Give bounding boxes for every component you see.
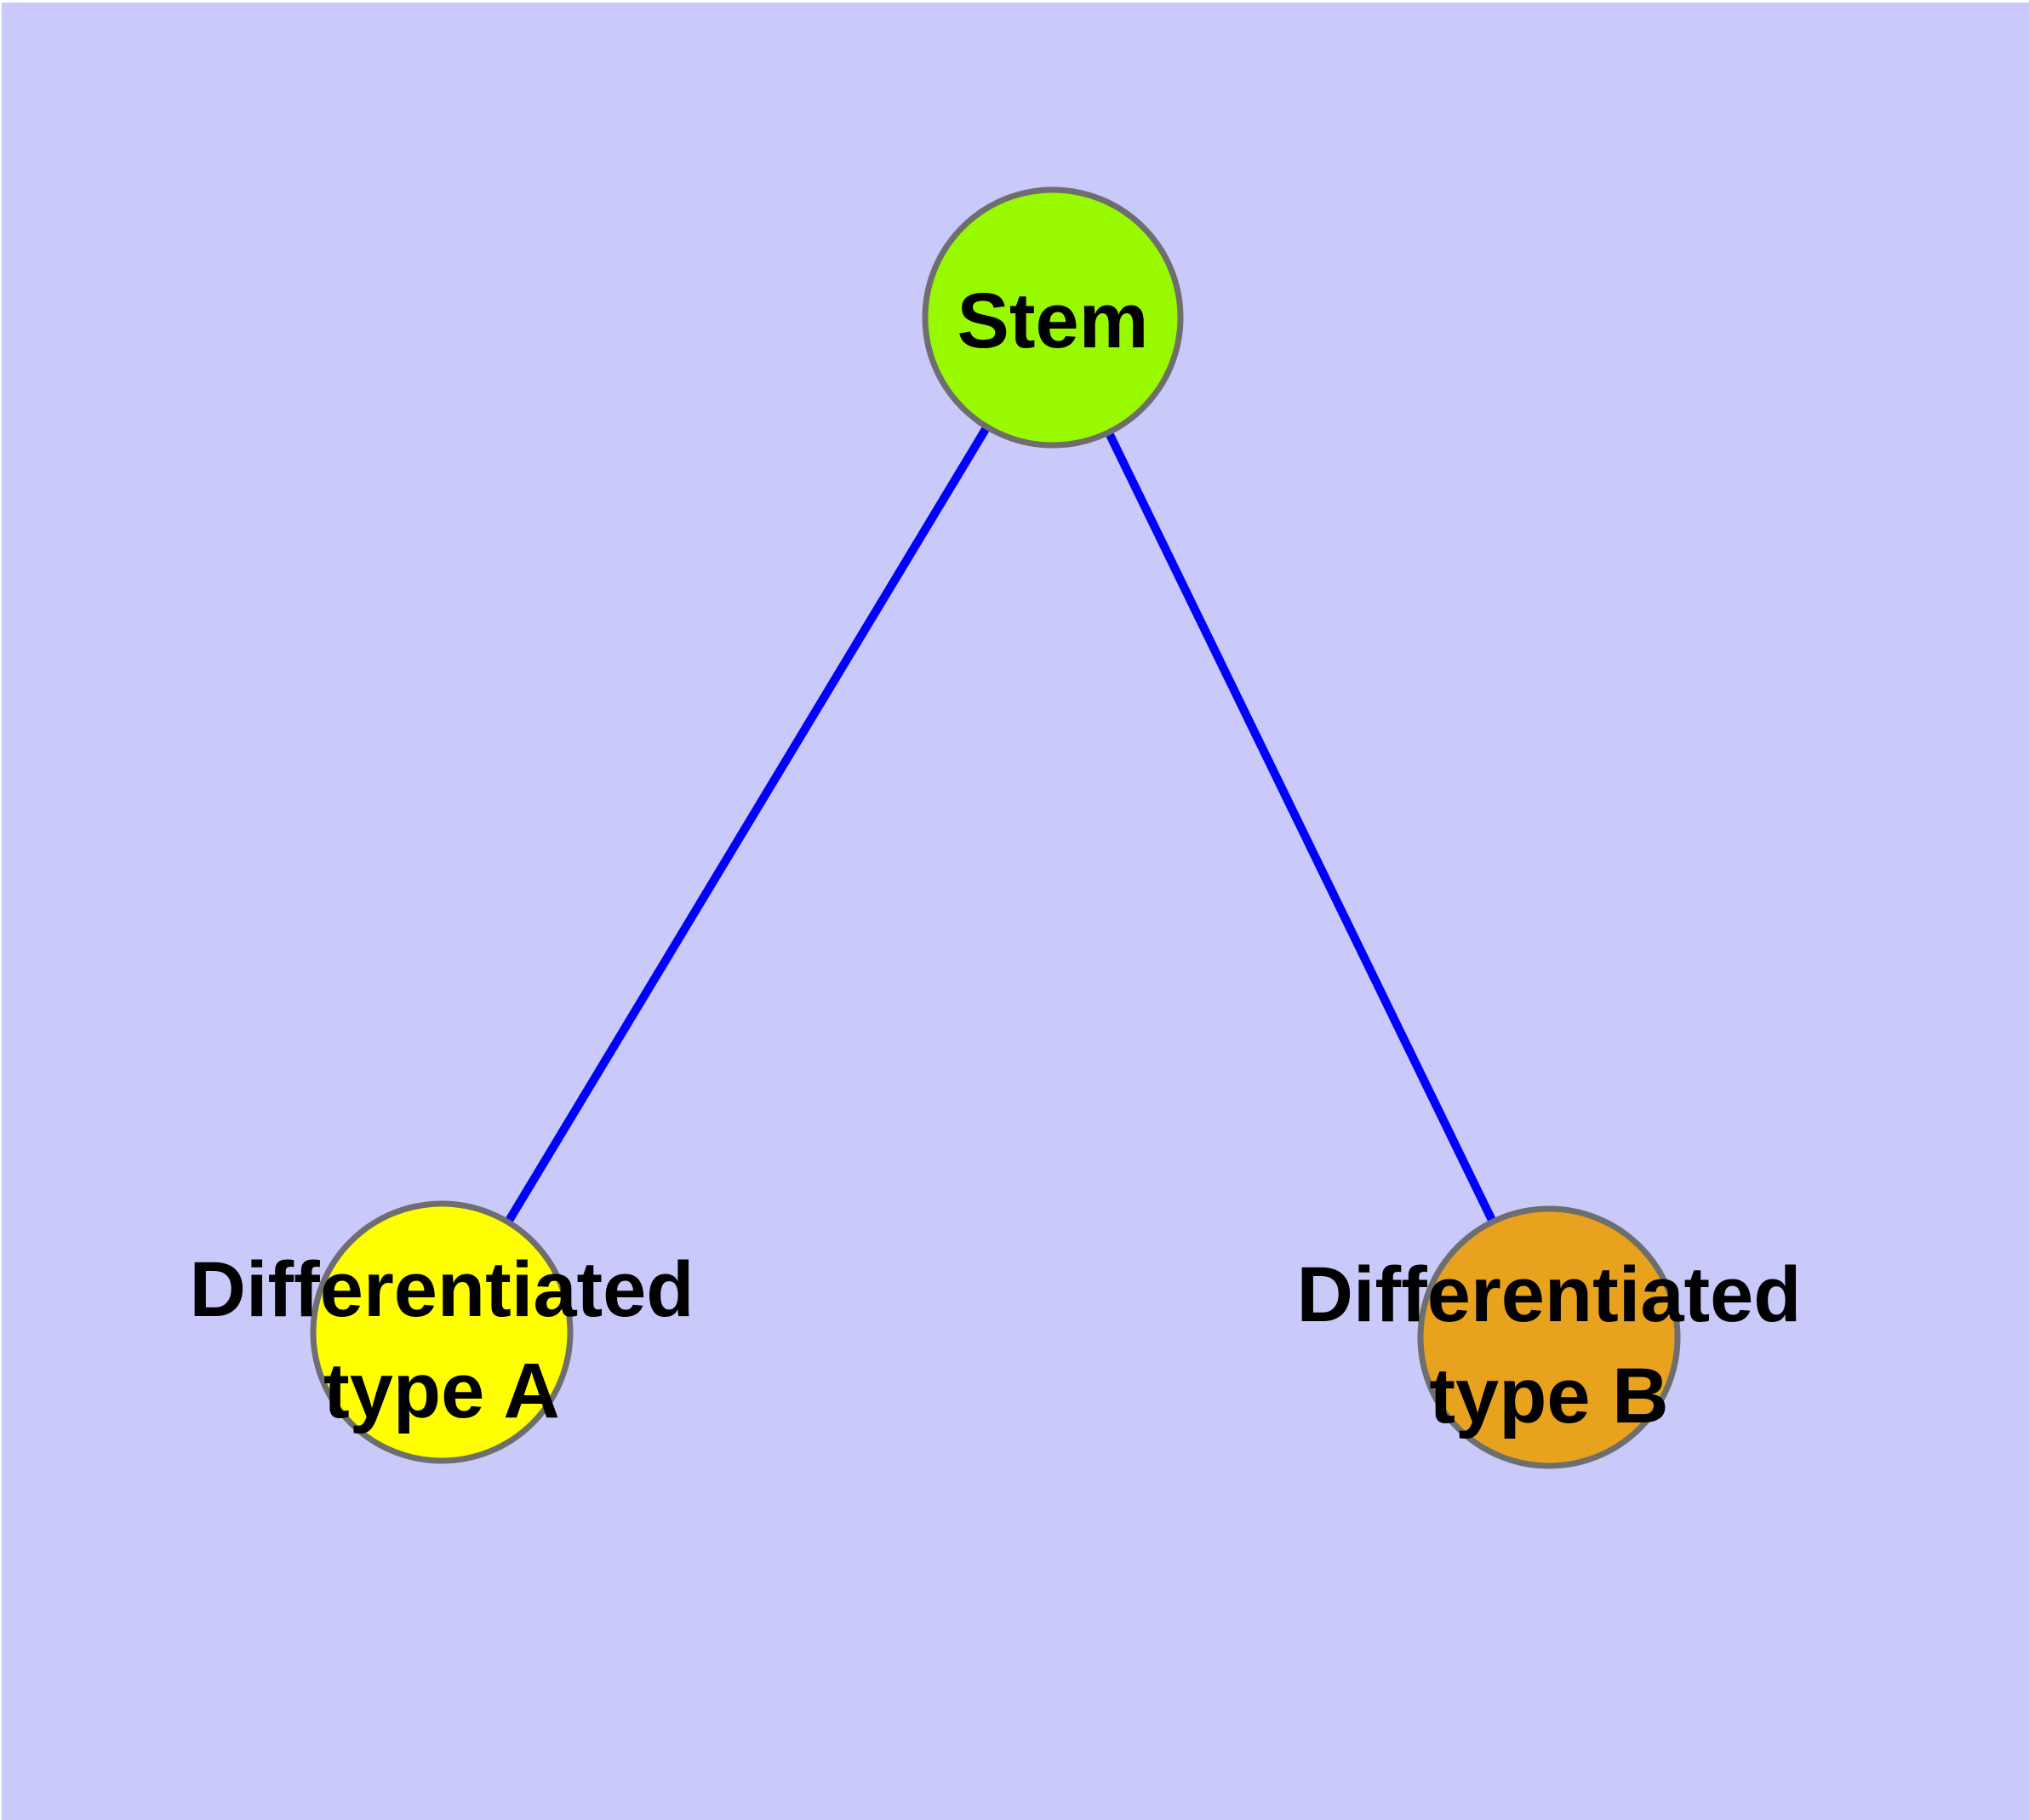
node-differentiated-type-b (1417, 1205, 1681, 1469)
node-circle-differentiated-type-a[interactable] (310, 1200, 574, 1464)
node-stem (922, 186, 1184, 449)
node-label-line: type A (323, 1348, 560, 1434)
node-label-differentiated-type-a: Differentiated type A (190, 1246, 694, 1434)
edge-stem-differentiated-type-a (437, 315, 1057, 1335)
node-label-stem: Stem (957, 278, 1149, 364)
node-label-line: type B (1429, 1353, 1668, 1439)
node-circle-differentiated-type-b[interactable] (1417, 1205, 1681, 1469)
node-label-line: Differentiated (190, 1246, 694, 1333)
node-differentiated-type-a (310, 1200, 574, 1464)
edge-stem-differentiated-type-b (1049, 315, 1553, 1340)
node-label-line: Stem (957, 278, 1149, 364)
node-label-line: Differentiated (1297, 1251, 1802, 1338)
node-label-differentiated-type-b: Differentiated type B (1297, 1251, 1802, 1439)
node-circle-stem[interactable] (922, 186, 1184, 449)
